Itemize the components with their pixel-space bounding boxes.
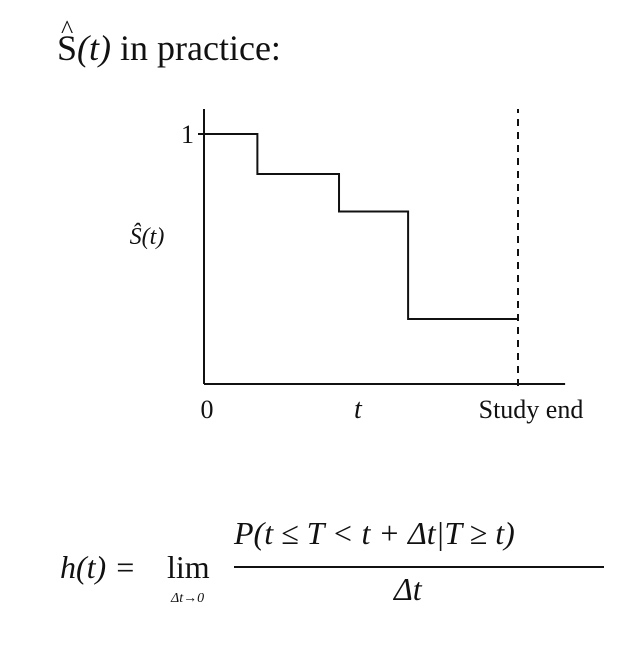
survival-step-line <box>204 133 518 320</box>
hazard-formula: h(t) = lim Δt→0 P(t ≤ T < t + Δt|T ≥ t) … <box>60 515 620 635</box>
formula-denominator: Δt <box>394 571 422 607</box>
heading-text: in practice: <box>111 28 281 68</box>
x-tick-label-t: t <box>354 394 363 425</box>
fraction-bar <box>234 566 604 568</box>
formula-lim-subscript: Δt→0 <box>171 591 205 606</box>
formula-lim: lim <box>167 549 210 585</box>
formula-numerator: P(t ≤ T < t + Δt|T ≥ t) <box>234 515 515 551</box>
y-axis-label: Ŝ(t) <box>130 223 165 250</box>
formula-lhs: h(t) = <box>60 549 136 585</box>
x-tick-label-0: 0 <box>201 395 214 424</box>
heading-s-hat: S <box>57 8 77 70</box>
y-tick-label-1: 1 <box>181 120 194 149</box>
slide-heading: S(t) in practice: <box>57 8 281 70</box>
x-tick-label-study-end: Study end <box>479 395 584 424</box>
heading-arg: (t) <box>77 28 112 68</box>
